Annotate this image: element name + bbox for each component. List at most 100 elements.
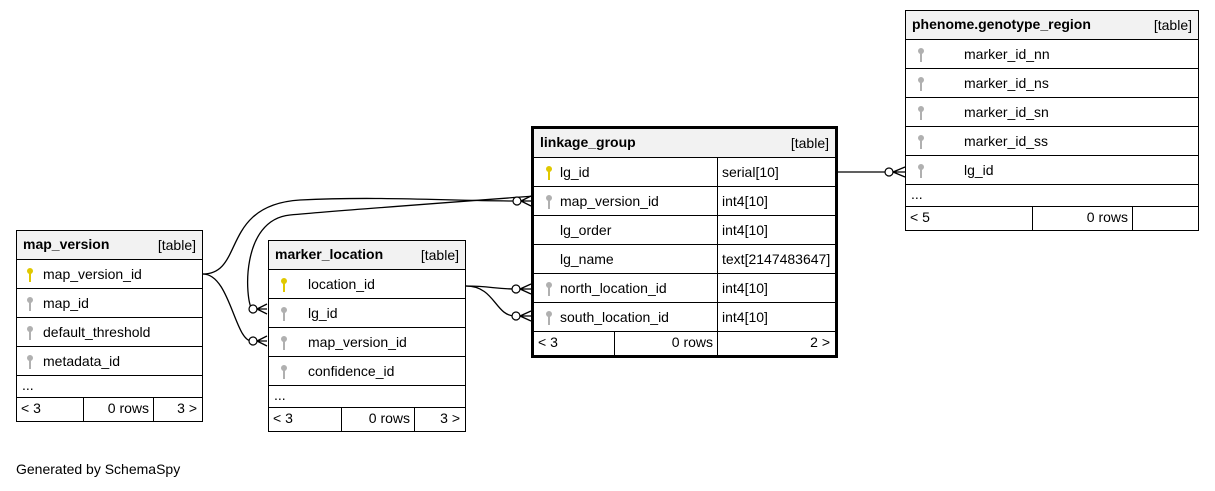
row-count: 0 rows xyxy=(107,400,149,416)
table-row[interactable]: lg_order int4[10] xyxy=(534,216,835,245)
table-row[interactable]: default_threshold xyxy=(17,318,202,347)
edge-optional-marker xyxy=(248,336,258,346)
table-footer: < 3 0 rows 3 > xyxy=(17,398,202,421)
edge-crowfoot-marker xyxy=(256,335,268,347)
column-name: lg_id xyxy=(308,305,338,321)
column-name: confidence_id xyxy=(308,363,395,379)
column-type: int4[10] xyxy=(722,222,768,238)
more-columns-ellipsis: ... xyxy=(269,386,465,408)
foreign-key-icon xyxy=(546,311,552,325)
table-header: phenome.genotype_region [table] xyxy=(906,11,1198,40)
edge-crowfoot-marker xyxy=(519,283,532,295)
row-count: 0 rows xyxy=(671,334,713,350)
foreign-key-icon xyxy=(546,195,552,209)
table-footer: < 3 0 rows 2 > xyxy=(534,332,835,355)
table-marker-location[interactable]: marker_location [table] location_id lg_i… xyxy=(268,240,466,432)
edge-optional-marker xyxy=(511,284,521,294)
foreign-key-icon xyxy=(27,297,33,311)
column-type: serial[10] xyxy=(722,164,779,180)
edge-map-version-to-marker-location xyxy=(202,273,253,342)
children-count[interactable]: 3 > xyxy=(440,410,460,426)
table-row[interactable]: lg_id serial[10] xyxy=(534,158,835,187)
parents-count[interactable]: < 3 xyxy=(538,334,558,350)
foreign-key-icon xyxy=(27,355,33,369)
foreign-key-icon xyxy=(918,164,924,178)
table-type: [table] xyxy=(420,247,459,263)
table-row[interactable]: south_location_id int4[10] xyxy=(534,303,835,332)
table-row[interactable]: map_version_id xyxy=(269,328,465,357)
column-name: map_version_id xyxy=(560,193,659,209)
column-name: default_threshold xyxy=(43,324,151,340)
table-name: linkage_group xyxy=(540,134,636,150)
column-name: lg_name xyxy=(560,251,614,267)
table-row[interactable]: map_id xyxy=(17,289,202,318)
column-name: marker_id_ns xyxy=(964,75,1049,91)
column-name: north_location_id xyxy=(560,280,667,296)
edge-optional-marker xyxy=(512,196,522,206)
table-name: marker_location xyxy=(275,246,384,262)
children-count[interactable]: 3 > xyxy=(177,400,197,416)
table-genotype-region[interactable]: phenome.genotype_region [table] marker_i… xyxy=(905,10,1199,231)
column-name: marker_id_nn xyxy=(964,46,1050,62)
column-name: marker_id_sn xyxy=(964,104,1049,120)
foreign-key-icon xyxy=(281,365,287,379)
table-header: marker_location [table] xyxy=(269,241,465,270)
column-name: marker_id_ss xyxy=(964,133,1049,149)
edge-optional-marker xyxy=(884,167,894,177)
table-header: linkage_group [table] xyxy=(534,129,835,158)
column-type: int4[10] xyxy=(722,309,768,325)
column-name: lg_id xyxy=(964,162,994,178)
edge-crowfoot-marker xyxy=(519,310,532,322)
primary-key-icon xyxy=(281,278,287,292)
table-type: [table] xyxy=(790,135,829,151)
column-name: metadata_id xyxy=(43,353,121,369)
edge-marker-location-to-south xyxy=(465,285,516,317)
foreign-key-icon xyxy=(546,282,552,296)
table-row[interactable]: marker_id_ns xyxy=(906,69,1198,98)
table-row[interactable]: map_version_id int4[10] xyxy=(534,187,835,216)
table-row[interactable]: marker_id_sn xyxy=(906,98,1198,127)
children-count[interactable]: 2 > xyxy=(810,334,830,350)
table-map-version[interactable]: map_version [table] map_version_id map_i… xyxy=(16,230,203,422)
parents-count[interactable]: < 3 xyxy=(273,410,293,426)
foreign-key-icon xyxy=(281,336,287,350)
column-name: location_id xyxy=(308,276,375,292)
primary-key-icon xyxy=(546,166,552,180)
foreign-key-icon xyxy=(918,106,924,120)
foreign-key-icon xyxy=(918,77,924,91)
table-type: [table] xyxy=(157,237,196,253)
table-row[interactable]: map_version_id xyxy=(17,260,202,289)
column-name: lg_id xyxy=(560,164,590,180)
column-name: map_id xyxy=(43,295,89,311)
table-name: phenome.genotype_region xyxy=(912,16,1091,32)
table-row[interactable]: marker_id_nn xyxy=(906,40,1198,69)
table-row[interactable]: location_id xyxy=(269,270,465,299)
primary-key-icon xyxy=(27,268,33,282)
foreign-key-icon xyxy=(918,135,924,149)
edge-optional-marker xyxy=(511,311,521,321)
table-type: [table] xyxy=(1153,17,1192,33)
column-type: int4[10] xyxy=(722,193,768,209)
column-name: lg_order xyxy=(560,222,612,238)
table-row[interactable]: lg_id xyxy=(906,156,1198,185)
table-row[interactable]: lg_id xyxy=(269,299,465,328)
table-row[interactable]: north_location_id int4[10] xyxy=(534,274,835,303)
generator-credit: Generated by SchemaSpy xyxy=(16,461,181,477)
more-columns-ellipsis: ... xyxy=(17,376,202,398)
parents-count[interactable]: < 3 xyxy=(21,400,41,416)
column-name: south_location_id xyxy=(560,309,669,325)
table-row[interactable]: marker_id_ss xyxy=(906,127,1198,156)
table-row[interactable]: metadata_id xyxy=(17,347,202,376)
table-linkage-group[interactable]: linkage_group [table] lg_id serial[10] m… xyxy=(531,126,838,358)
table-row[interactable]: confidence_id xyxy=(269,357,465,386)
table-footer: < 3 0 rows 3 > xyxy=(269,408,465,431)
edge-optional-marker xyxy=(248,304,258,314)
foreign-key-icon xyxy=(281,307,287,321)
column-type: int4[10] xyxy=(722,280,768,296)
edge-crowfoot-marker xyxy=(520,195,532,207)
parents-count[interactable]: < 5 xyxy=(910,209,930,225)
foreign-key-icon xyxy=(918,48,924,62)
row-count: 0 rows xyxy=(1086,209,1128,225)
table-name: map_version xyxy=(23,236,110,252)
table-row[interactable]: lg_name text[2147483647] xyxy=(534,245,835,274)
